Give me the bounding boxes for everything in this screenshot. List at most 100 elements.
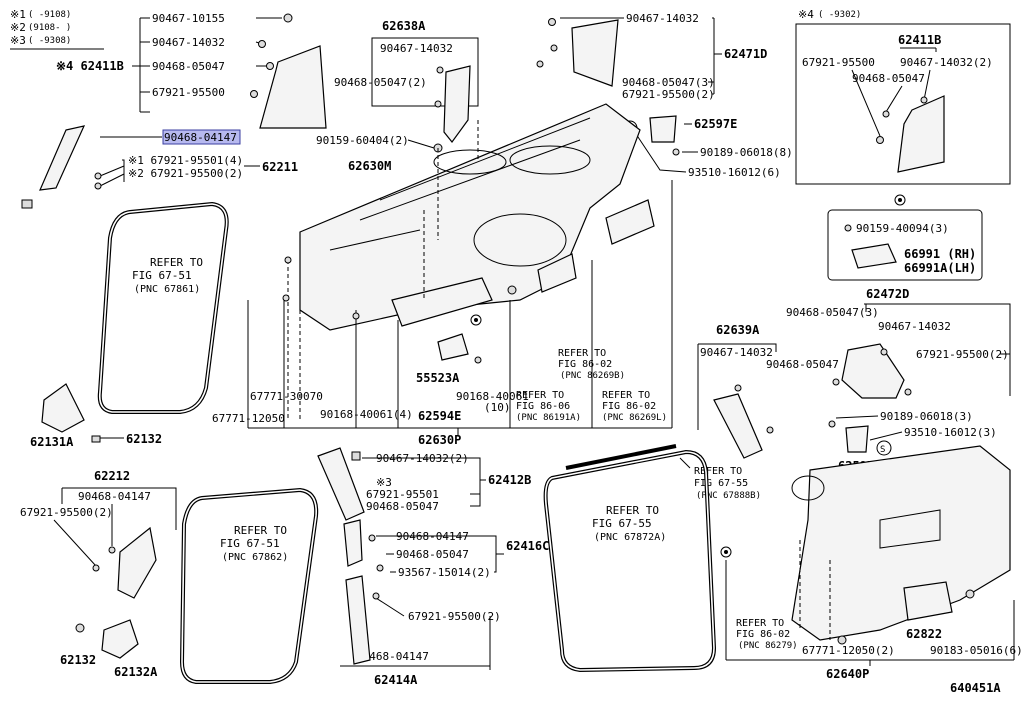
fig-67-55-label: FIG 67-55: [694, 478, 748, 489]
marker-dot: [474, 318, 478, 322]
fig-86-02-label: FIG 86-02: [558, 359, 612, 370]
label-90467-14032-a: 90467-14032: [152, 36, 225, 49]
refer-to-label: REFER TO: [694, 466, 742, 477]
label-90168-40061: 90168-40061: [456, 390, 529, 403]
s-mark-icon: [876, 440, 892, 456]
clip-icon: [282, 294, 290, 302]
clip-icon: [94, 172, 102, 180]
panel-callouts: 67771-30070 67771-12050 90168-40061(4) 5…: [212, 180, 673, 447]
group-62640p: REFER TO FIG 86-02 (PNC 86279) 67771-120…: [720, 445, 1023, 681]
label-93510-16012-6: 93510-16012(6): [688, 166, 781, 179]
clip-icon: [904, 388, 912, 396]
clip-icon: [965, 589, 975, 599]
pnc-67872a-label: (PNC 67872A): [594, 532, 666, 543]
clip-icon: [474, 356, 482, 364]
label-90468-05047-3a: 90468-05047(3): [622, 76, 715, 89]
refer-to-label: REFER TO: [516, 390, 564, 401]
group-62472d: 62472D 90468-05047(3) 90467-14032 67921-…: [786, 287, 1011, 399]
figure-id: 640451A: [950, 681, 1001, 695]
label-90467-14032-e: 90467-14032: [700, 346, 773, 359]
label-67771-30070: 67771-30070: [250, 390, 323, 403]
clip-icon: [372, 592, 380, 600]
label-90159-60404-2: 90159-60404(2): [316, 134, 409, 147]
trim-62132a: [101, 619, 139, 659]
label-90468-05047-a: 90468-05047: [152, 60, 225, 73]
label-62131a: 62131A: [30, 435, 74, 449]
trim-62211: [39, 125, 86, 191]
clip-icon: [734, 384, 742, 392]
group-62211: 90468-04147 ※1 67921-95501(4) ※2 67921-9…: [21, 125, 298, 209]
trim-62638a: [443, 65, 471, 143]
clip-icon: [837, 635, 847, 645]
label-93567-15014-2: 93567-15014(2): [398, 566, 491, 579]
label-90467-14032-c: 90467-14032: [626, 12, 699, 25]
inset-note-range: ( -9302): [818, 10, 861, 20]
fig-67-51-label: FIG 67-51: [132, 269, 192, 282]
group-62412b: 90467-14032(2) ※3 67921-95501 90468-0504…: [317, 447, 531, 521]
group-62416c: 90468-04147 90468-05047 62416C 93567-150…: [343, 519, 549, 579]
fig-67-51-label: FIG 67-51: [220, 537, 280, 550]
label-90467-14032-d: 90467-14032: [878, 320, 951, 333]
inset-label-90467-14032-2: 90467-14032(2): [900, 56, 993, 69]
label-62822: 62822: [906, 627, 942, 641]
label-62472d: 62472D: [866, 287, 909, 301]
door-seal-left-lower: REFER TO FIG 67-51 (PNC 67862): [179, 487, 319, 684]
label-62416c: 62416C: [506, 539, 549, 553]
pillar-trim-62411b: [259, 45, 327, 129]
trim-62471d: [571, 19, 619, 87]
refer-to-label: REFER TO: [558, 348, 606, 359]
legend-range-1: ( -9108): [28, 10, 71, 20]
clip-icon: [832, 378, 840, 386]
refer-to-label: REFER TO: [606, 504, 659, 517]
label-62597e: 62597E: [694, 117, 737, 131]
clip-icon: [766, 426, 774, 434]
label-67921-95500-a: 67921-95500: [152, 86, 225, 99]
refer-to-label: REFER TO: [150, 256, 203, 269]
clip-icon: [352, 312, 360, 320]
bracket-62597f: [845, 425, 869, 453]
pad-66991: [851, 243, 897, 269]
label-66991a: 66991A(LH): [904, 261, 976, 275]
label-90468-04147-highlighted: 90468-04147: [164, 131, 237, 144]
clip-icon: [283, 13, 293, 23]
trim-62414a: [345, 575, 371, 665]
label-67921-95501: 67921-95501: [366, 488, 439, 501]
label-90468-04147-a: 90468-04147: [78, 490, 151, 503]
grille-small: [537, 253, 577, 293]
label-62630m: 62630M: [348, 159, 391, 173]
group-62597f: 90189-06018(3) S 93510-16012(3) 62597F: [828, 410, 997, 473]
label-90468-05047-b: 90468-05047: [766, 358, 839, 371]
group-62630p: [282, 103, 655, 420]
group-62471d: 90467-14032 62471D 90468-05047(3) 67921-…: [536, 12, 767, 101]
grille-62822: [903, 581, 953, 621]
clip-icon: [548, 18, 556, 26]
label-62212: 62212: [94, 469, 130, 483]
label-62594e: 62594E: [418, 409, 461, 423]
label-62132-b: 62132: [60, 653, 96, 667]
highlight-box: [162, 129, 241, 145]
clip-icon: [434, 100, 442, 108]
label-67921-95500-2d: 67921-95500(2): [408, 610, 501, 623]
clip-icon: [844, 224, 852, 232]
label-55523a: 55523A: [416, 371, 460, 385]
label-90468-05047-2: 90468-05047(2): [334, 76, 427, 89]
label-90467-10155: 90467-10155: [152, 12, 225, 25]
clip-icon: [536, 60, 544, 68]
label-62412b: 62412B: [488, 473, 531, 487]
group-66991: 90159-40094(3) 66991 (RH) 66991A(LH): [827, 209, 983, 281]
inset-pillar-trim: [897, 95, 945, 173]
group-62597e: 62597E S 90189-06018(8) 93510-16012(6): [622, 115, 793, 179]
pnc-86191a-label: (PNC 86191A): [516, 413, 581, 423]
label-90468-05047-d: 90468-05047: [396, 548, 469, 561]
inset-frame: [795, 23, 1011, 185]
clip-icon: [108, 546, 116, 554]
label-67921-95500-2a: 67921-95500(2): [622, 88, 715, 101]
s-mark-label: S: [880, 445, 885, 455]
group-62638a: 62638A 90467-14032 90468-05047(2): [334, 19, 479, 143]
label-10: (10): [484, 401, 511, 414]
pnc-86269b-label: (PNC 86269B): [560, 371, 625, 381]
clip-icon: [21, 199, 33, 209]
fig-86-02-label: FIG 86-02: [736, 629, 790, 640]
inset-label-90468-05047: 90468-05047: [852, 72, 925, 85]
